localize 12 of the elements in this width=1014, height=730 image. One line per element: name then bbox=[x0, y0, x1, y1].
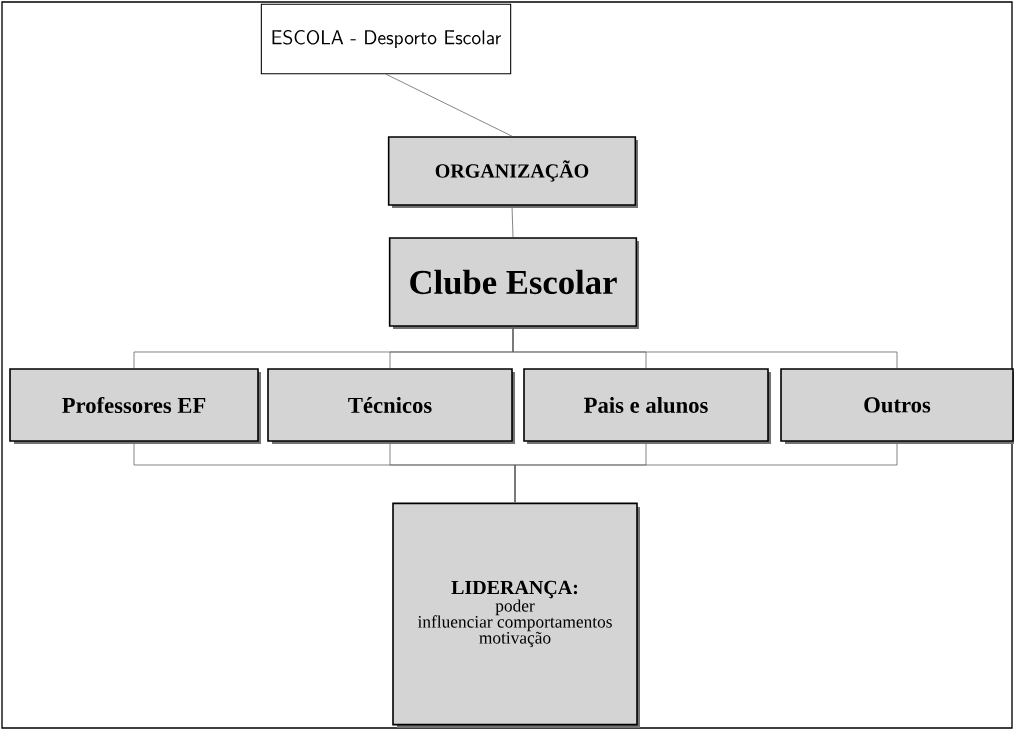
process-box: Técnicos bbox=[267, 368, 515, 444]
process-box: Pais e alunos bbox=[523, 368, 771, 444]
process-box: LIDERANÇA: poder influenciar comportamentos motivação bbox=[392, 502, 640, 728]
process-box: ORGANIZAÇÃO bbox=[387, 136, 638, 208]
process-box: Clube Escolar bbox=[388, 237, 639, 329]
process-box: Outros bbox=[780, 368, 1014, 444]
title-box: ESCOLA - Desporto Escolar bbox=[260, 3, 512, 75]
process-box: Professores EF bbox=[9, 368, 261, 444]
connector-line bbox=[385, 73, 513, 137]
connector-line bbox=[512, 326, 898, 369]
connector-line bbox=[514, 441, 898, 503]
connector-line bbox=[511, 205, 514, 238]
